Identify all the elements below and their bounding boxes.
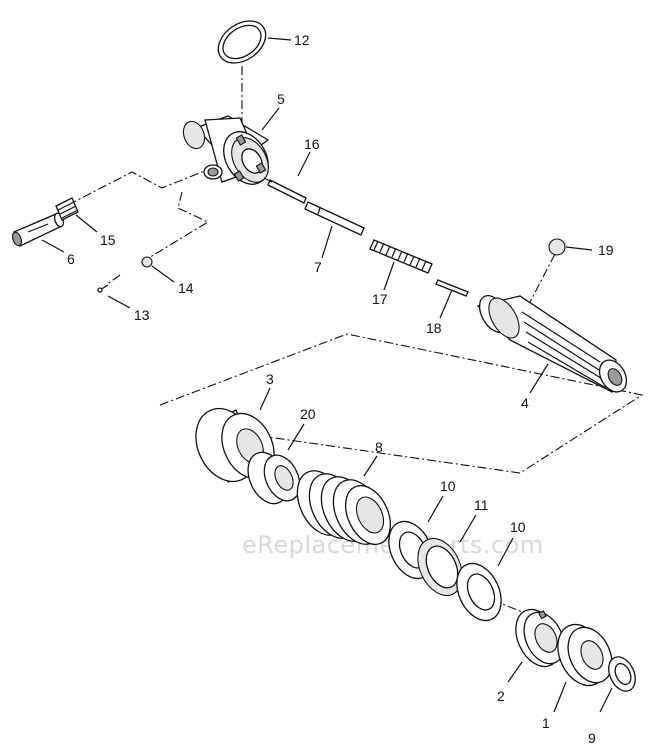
callout-5: 5 [277, 91, 285, 107]
spring-17 [369, 239, 433, 274]
gasket-11 [417, 537, 463, 597]
callout-12: 12 [294, 32, 310, 48]
callout-labels: 12 5 16 15 6 14 13 7 17 18 19 4 3 20 8 1… [67, 32, 614, 746]
callout-13: 13 [134, 307, 150, 323]
ring-20 [247, 451, 301, 505]
callout-1: 1 [542, 715, 550, 731]
callout-14: 14 [178, 280, 194, 296]
callout-2: 2 [497, 688, 505, 704]
tip-6 [11, 212, 65, 247]
pin-13 [97, 284, 109, 293]
callout-10-lower: 10 [510, 519, 526, 535]
callout-3: 3 [266, 371, 274, 387]
callout-4: 4 [521, 395, 529, 411]
callout-7: 7 [314, 259, 322, 275]
callout-11: 11 [474, 497, 489, 513]
callout-17: 17 [372, 291, 388, 307]
ball-19 [548, 238, 566, 256]
callout-15: 15 [100, 232, 116, 248]
rod-16 [263, 177, 307, 204]
callout-9: 9 [588, 730, 596, 746]
callout-18: 18 [426, 320, 442, 336]
callout-20: 20 [300, 406, 316, 422]
ball-14 [141, 256, 153, 268]
plunger-7 [304, 201, 365, 236]
alignment-lines [67, 66, 644, 673]
ring-2 [515, 608, 565, 668]
callout-8: 8 [375, 439, 383, 455]
ring-1 [557, 623, 613, 687]
needle-18 [435, 279, 469, 297]
spring-8 [296, 470, 392, 545]
body-4 [476, 295, 628, 393]
callout-19: 19 [598, 242, 614, 258]
washer-10-lower [456, 562, 502, 622]
callout-10-upper: 10 [440, 478, 456, 494]
washer-9 [608, 656, 636, 692]
spring-15 [55, 197, 79, 221]
o-ring-12 [217, 20, 267, 64]
callout-6: 6 [67, 251, 75, 267]
housing-5 [182, 115, 270, 185]
callout-16: 16 [304, 136, 320, 152]
leader-lines [41, 37, 613, 713]
